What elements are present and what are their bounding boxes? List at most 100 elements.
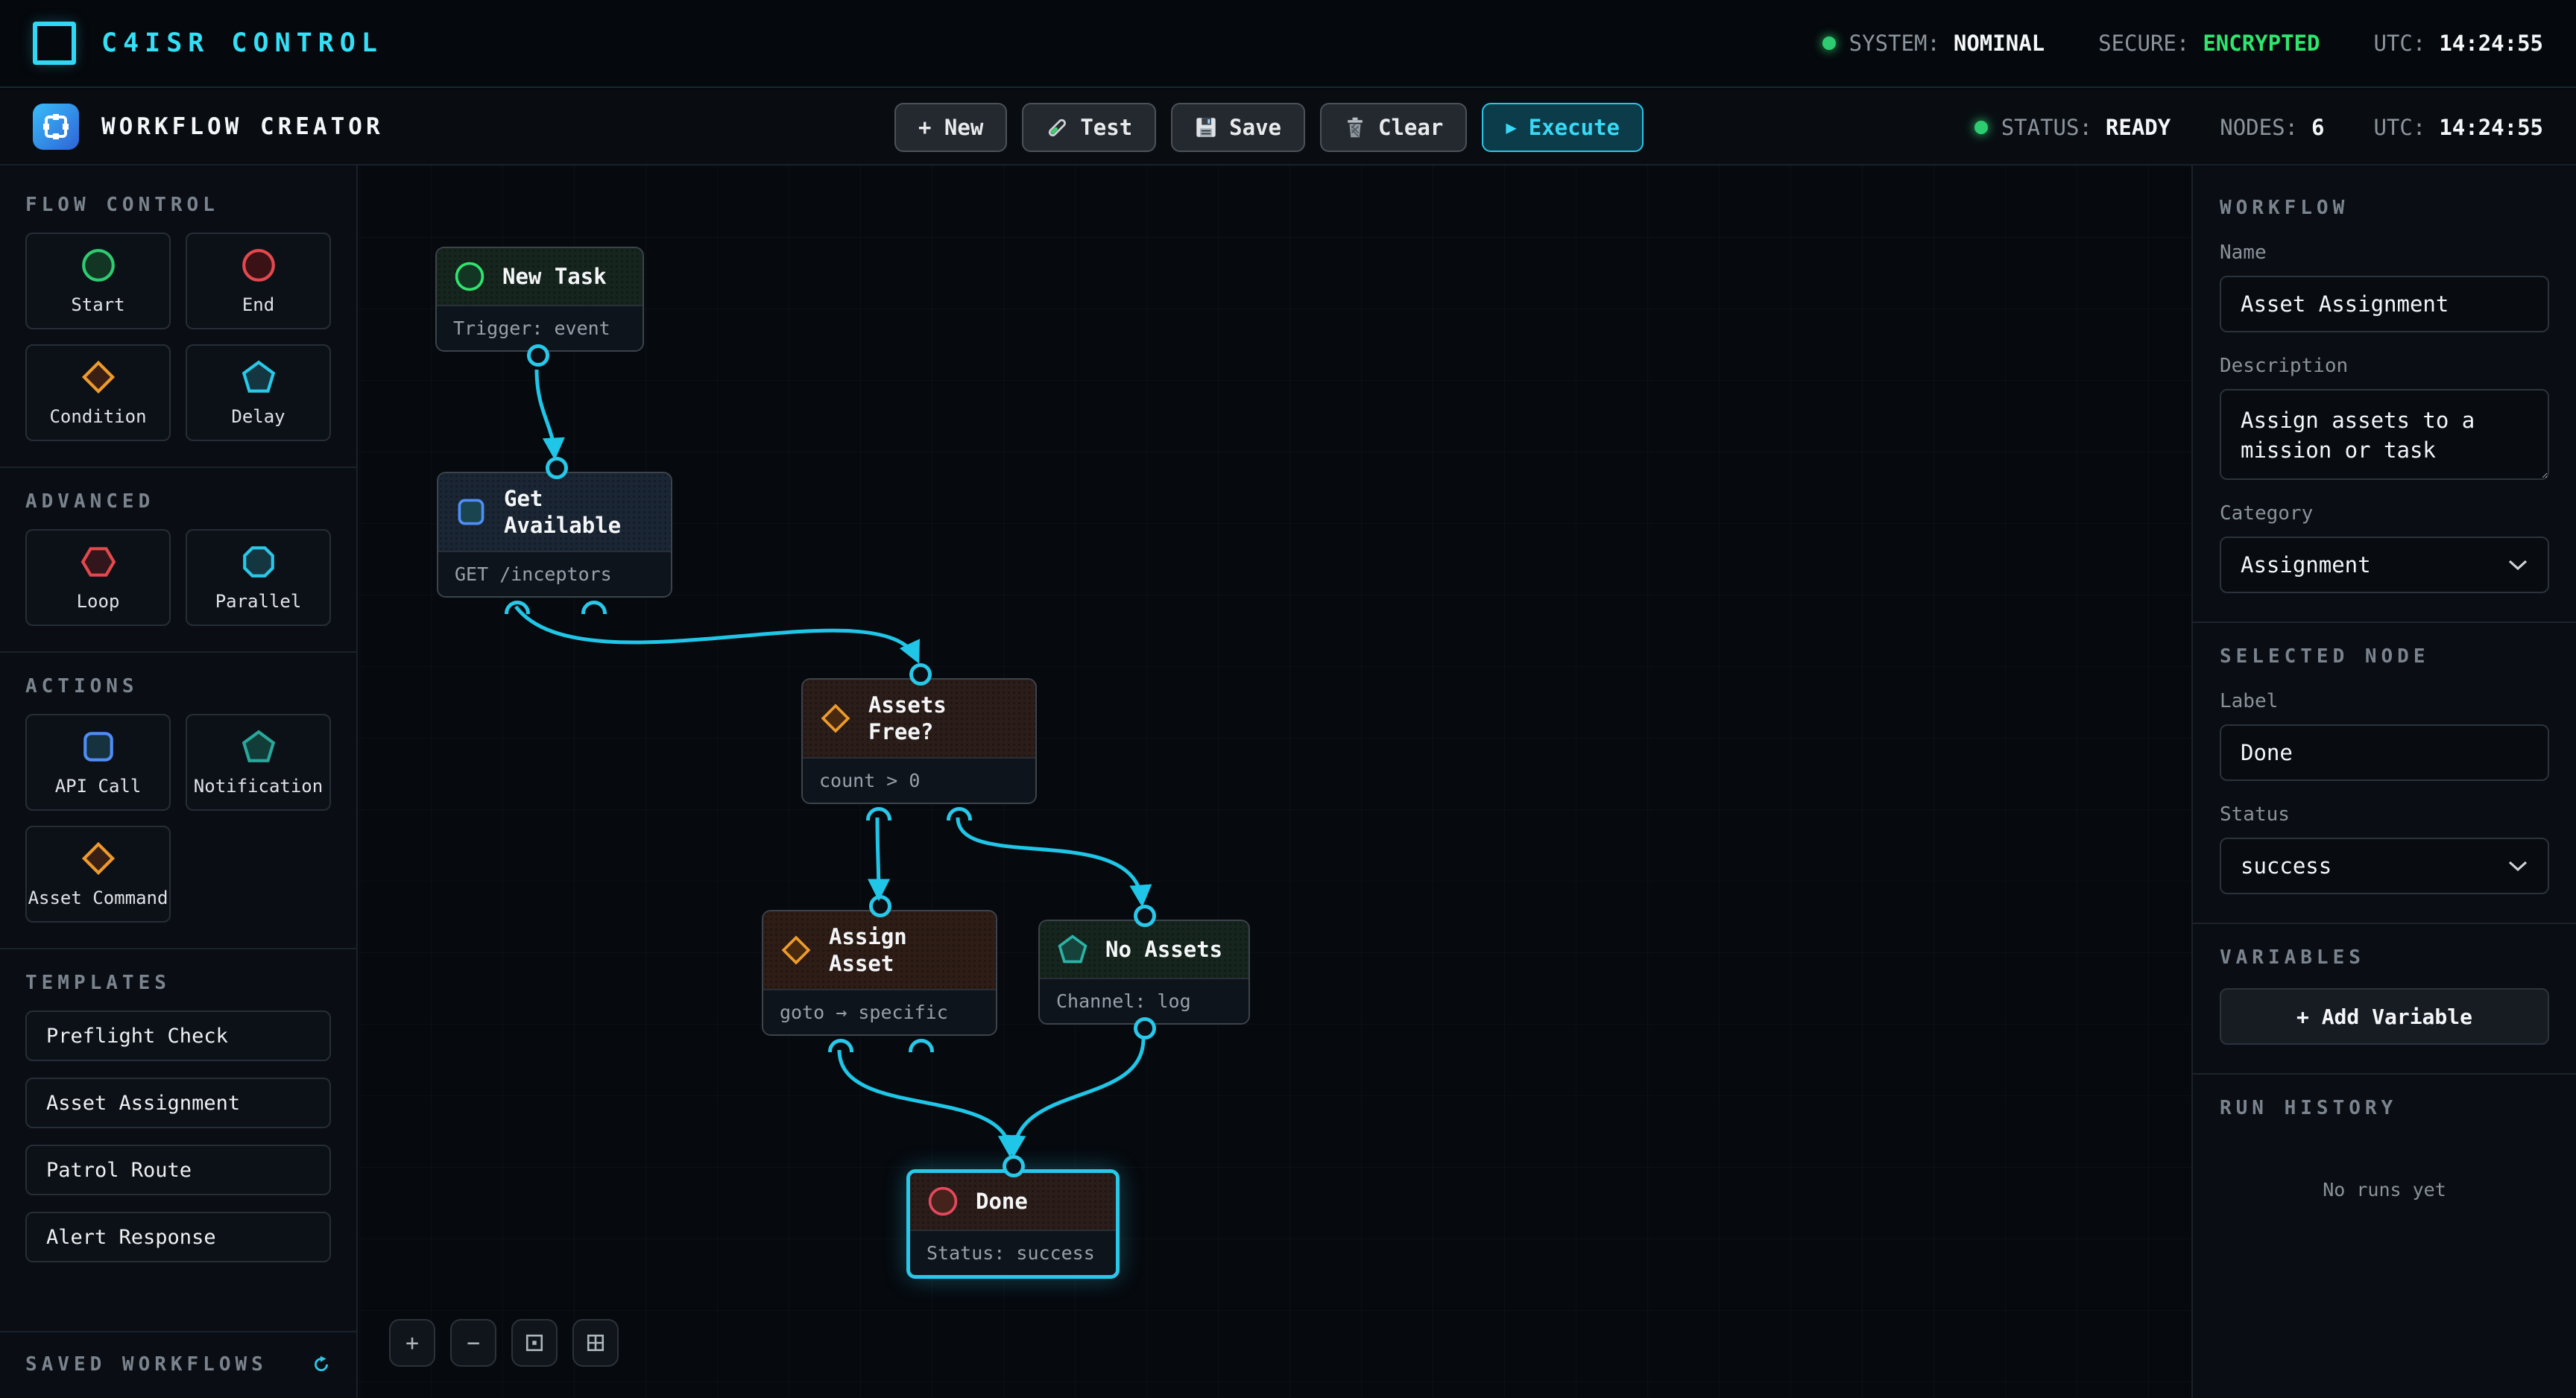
node-palette-sidebar: FLOW CONTROL Start End Condition Delay A… [0,165,358,1398]
template-alert-response[interactable]: Alert Response [25,1212,331,1262]
node-header: Assets Free? [803,680,1035,757]
workflow-description-input[interactable]: Assign assets to a mission or task [2220,389,2549,480]
edge-assetsfree-assignasset [867,817,890,902]
category-select[interactable]: Assignment [2220,537,2549,593]
palette-item-label: Notification [193,776,323,797]
palette-item-label: API Call [54,776,142,797]
circle-red-icon [928,1186,958,1216]
template-asset-assignment[interactable]: Asset Assignment [25,1078,331,1128]
edge-assetsfree-noassets [956,817,1152,908]
workflow-status: STATUS: READY [1974,115,2171,140]
node-label-input[interactable]: Done [2220,724,2549,781]
node-title: Done [976,1189,1028,1214]
input-port[interactable] [546,457,568,479]
output-port[interactable] [828,1039,853,1052]
secure-status: SECURE: ENCRYPTED [2098,31,2320,56]
toolbar-utc-clock: UTC: 14:24:55 [2373,115,2543,140]
panel-divider [2193,621,2576,623]
add-variable-button[interactable]: + Add Variable [2220,988,2549,1045]
output-port[interactable] [581,601,607,614]
input-port[interactable] [909,663,932,686]
section-workflow: WORKFLOW [2220,197,2349,219]
toolbar-utc-value: 14:24:55 [2439,115,2543,140]
test-tube-icon [1049,118,1067,136]
refresh-icon[interactable] [312,1355,331,1374]
grid-toggle-button[interactable] [572,1319,619,1367]
template-patrol-route[interactable]: Patrol Route [25,1145,331,1195]
brand: C4ISR CONTROL [33,22,383,65]
palette-item-label: Loop [76,591,120,612]
palette-item-start[interactable]: Start [25,233,171,329]
execute-button-label: Execute [1528,115,1620,140]
workflow-canvas[interactable]: New Task Trigger: event Get Available GE… [359,165,2191,1398]
actions-grid: API Call Notification Asset Command [25,714,331,923]
palette-item-notification[interactable]: Notification [186,714,331,811]
template-preflight-check[interactable]: Preflight Check [25,1010,331,1061]
chevron-down-icon [2508,861,2528,871]
node-title: Get Available [504,486,622,538]
node-title: New Task [502,264,607,289]
clear-button[interactable]: Clear [1320,103,1468,152]
template-list: Preflight Check Asset Assignment Patrol … [25,994,331,1262]
node-title: No Assets [1105,937,1223,962]
flow-control-grid: Start End Condition Delay [25,233,331,441]
palette-item-loop[interactable]: Loop [25,529,171,626]
palette-item-asset-command[interactable]: Asset Command [25,826,171,923]
zoom-in-button[interactable]: + [389,1319,435,1367]
palette-item-end[interactable]: End [186,233,331,329]
zoom-out-button[interactable]: − [450,1319,496,1367]
panel-divider [2193,923,2576,924]
properties-panel: WORKFLOW Name Asset Assignment Descripti… [2191,165,2576,1398]
node-get-available[interactable]: Get Available GET /inceptors [437,457,672,598]
node-status-select[interactable]: success [2220,838,2549,894]
palette-item-label: Parallel [215,591,302,612]
node-subtitle: Status: success [910,1230,1116,1275]
input-port[interactable] [1134,905,1156,927]
node-header: Done [910,1173,1116,1230]
node-header: No Assets [1040,921,1248,978]
output-port[interactable] [1134,1017,1156,1040]
palette-item-condition[interactable]: Condition [25,344,171,441]
input-port[interactable] [869,895,891,917]
output-port[interactable] [505,601,530,614]
palette-item-label: Condition [49,406,147,427]
edge-getavailable-assetsfree [514,605,920,664]
palette-item-api-call[interactable]: API Call [25,714,171,811]
node-no-assets[interactable]: No Assets Channel: log [1038,905,1250,1040]
diamond-orange-icon [81,360,115,394]
saved-workflows-section: SAVED WORKFLOWS [0,1331,356,1398]
pentagon-teal-icon [242,730,275,762]
new-button[interactable]: + New [894,103,1008,152]
node-title: Assign Asset [829,924,907,976]
execute-button[interactable]: ▶ Execute [1482,103,1644,152]
status-label: STATUS: [2001,115,2092,140]
section-variables: VARIABLES [2220,946,2365,969]
square-blue-icon [83,732,113,762]
palette-item-delay[interactable]: Delay [186,344,331,441]
output-port[interactable] [909,1039,934,1052]
node-done[interactable]: Done Status: success [906,1155,1120,1279]
test-button[interactable]: Test [1022,103,1157,152]
input-port[interactable] [1003,1155,1025,1177]
edge-newtask-getavailable [534,369,565,461]
palette-item-parallel[interactable]: Parallel [186,529,331,626]
system-status: SYSTEM: NOMINAL [1822,31,2045,56]
output-port[interactable] [947,807,972,820]
workflow-name-input[interactable]: Asset Assignment [2220,276,2549,332]
node-assign-asset[interactable]: Assign Asset goto → specific [762,895,997,1036]
pentagon-teal-icon [1058,934,1087,964]
app-logo-icon [33,22,76,65]
save-button[interactable]: Save [1171,103,1305,152]
workflow-toolbar: WORKFLOW CREATOR + New Test [0,89,2576,165]
output-port[interactable] [527,344,549,367]
output-port[interactable] [866,807,891,820]
status-dot-icon [1974,121,1988,134]
fit-view-button[interactable] [511,1319,558,1367]
section-selected-node: SELECTED NODE [2220,645,2430,668]
node-new-task[interactable]: New Task Trigger: event [435,247,644,367]
node-assets-free[interactable]: Assets Free? count > 0 [801,663,1037,804]
section-templates: TEMPLATES [25,972,171,994]
sidebar-divider [0,466,356,468]
chevron-down-icon [2508,560,2528,570]
hexagon-red-icon [80,547,116,577]
